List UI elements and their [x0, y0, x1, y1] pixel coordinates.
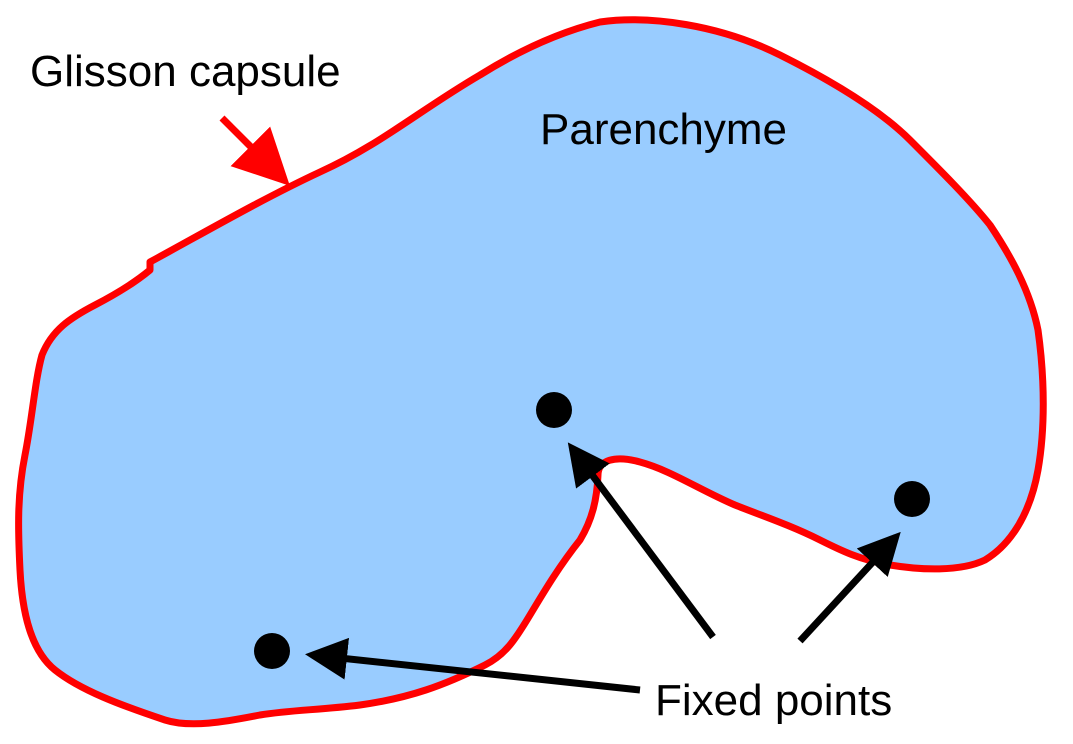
- capsule-arrow: [219, 115, 290, 186]
- fixed-point-arrow: [797, 531, 901, 644]
- fixed-point-arrow: [305, 637, 641, 694]
- fixed-point: [894, 481, 930, 517]
- parenchyme-label: Parenchyme: [540, 105, 787, 154]
- fixed-points-label: Fixed points: [655, 676, 892, 725]
- fixed-point: [254, 633, 290, 669]
- fixed-point-arrow: [567, 442, 716, 640]
- glisson-capsule-label: Glisson capsule: [30, 47, 341, 96]
- fixed-point: [536, 392, 572, 428]
- parenchyme-region: [15, 16, 1047, 728]
